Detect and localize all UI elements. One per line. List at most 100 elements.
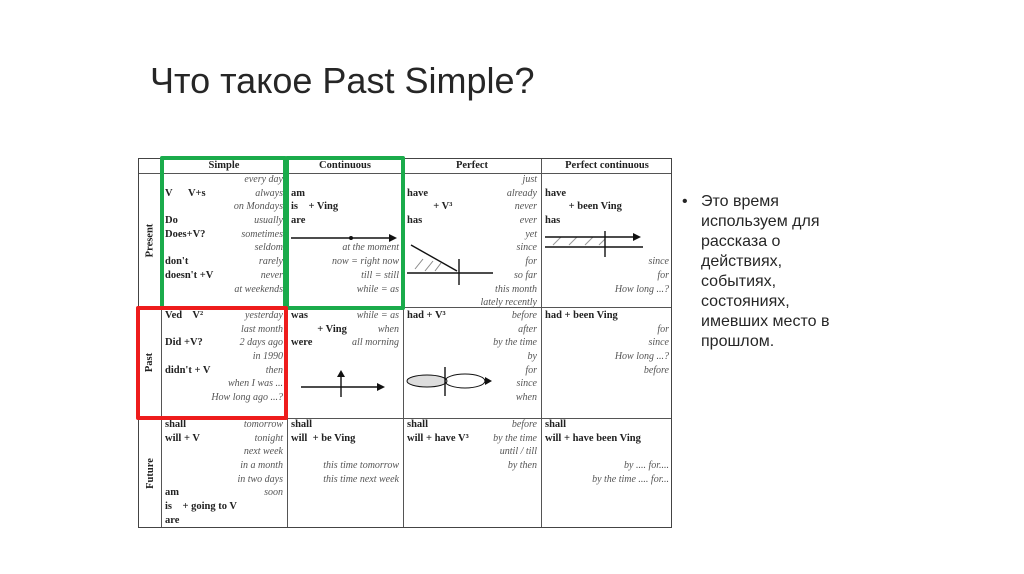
past-perfect-loops: [406, 367, 492, 396]
verb-form: has: [545, 215, 561, 227]
time-marker: before: [511, 310, 537, 321]
verb-form: shall: [407, 419, 429, 430]
time-marker: [592, 445, 669, 459]
verb-forms: have + V³ has: [407, 173, 452, 228]
verb-forms: had + been Ving: [545, 309, 618, 323]
bullet-line: событиях,: [701, 273, 777, 290]
verb-form: Ved V²: [165, 310, 204, 321]
time-marker: How long ...?: [614, 283, 669, 295]
time-marker: at the moment: [342, 242, 399, 254]
verb-form: shall: [165, 419, 187, 430]
bullet-line: рассказа о: [701, 233, 781, 250]
time-marker: every day: [244, 174, 283, 185]
verb-form: was: [291, 310, 308, 321]
verb-form: am: [291, 187, 305, 199]
time-marker: before: [511, 419, 537, 430]
verb-form: + Ving: [291, 323, 347, 335]
time-marker: usually: [254, 215, 283, 227]
verb-form: + been Ving: [545, 201, 622, 213]
time-marker: before: [643, 364, 669, 376]
verb-form: will + have V³: [407, 432, 469, 444]
verb-form: were: [291, 337, 313, 349]
bullet-line: действиях,: [701, 253, 783, 270]
time-marker: this time next week: [323, 473, 399, 485]
time-marker: lately recently: [480, 297, 537, 309]
time-marker: tonight: [254, 432, 283, 444]
time-marker: already: [506, 187, 537, 199]
slide-title: Что такое Past Simple?: [150, 60, 535, 101]
time-marker: [323, 432, 399, 446]
verb-form: will + V: [165, 432, 200, 444]
time-marker: while = as: [356, 283, 399, 295]
verb-form: am: [165, 487, 179, 499]
time-marker: rarely: [258, 256, 283, 268]
verb-form: will + have been Ving: [545, 432, 641, 444]
time-marker: in two days: [237, 473, 283, 485]
time-marker: last month: [241, 323, 283, 335]
verb-forms: was + Ving were: [291, 309, 347, 350]
verb-form: [165, 473, 237, 487]
verb-form: Do: [165, 215, 178, 227]
verb-form: is + going to V: [165, 501, 238, 513]
time-marker: by the time: [493, 432, 537, 444]
verb-form: [407, 173, 452, 187]
green-highlight-continuous: [285, 156, 405, 310]
verb-form: has: [407, 215, 423, 227]
past-continuous-timeline: [301, 370, 385, 397]
time-marker: tomorrow: [243, 419, 283, 430]
time-marker: this month: [495, 283, 537, 295]
header-perfect: Perfect: [455, 160, 489, 171]
time-marker: while = as: [356, 310, 399, 321]
present-perfect-timeline: [407, 244, 493, 285]
time-marker: [615, 187, 669, 201]
time-marker: for: [657, 269, 669, 281]
time-marker: in a month: [240, 460, 283, 472]
time-marker: by the time: [493, 337, 537, 349]
time-marker: [615, 200, 669, 214]
verb-form: didn't + V: [165, 364, 211, 376]
verb-form: doesn't +V: [165, 269, 214, 281]
verb-form: have: [407, 187, 428, 199]
time-marker: since: [516, 242, 537, 254]
time-marker: by the time .... for...: [592, 473, 669, 485]
verb-form: had + V³: [407, 310, 446, 321]
time-marker: since: [516, 378, 537, 390]
time-marker: so far: [513, 269, 537, 281]
time-marker: [592, 418, 669, 432]
time-marker: this time tomorrow: [323, 460, 399, 472]
time-marker: when: [515, 392, 537, 404]
time-marker: How long ago ...?: [211, 392, 283, 404]
time-marker: until / till: [499, 446, 537, 458]
time-marker: after: [518, 323, 537, 335]
time-marker: [615, 214, 669, 228]
time-marker: sometimes: [241, 228, 283, 240]
time-marker: by then: [507, 460, 537, 472]
verb-form: will + be Ving: [291, 432, 356, 444]
bullet-line: состояниях,: [701, 293, 790, 310]
verb-form: + V³: [407, 201, 453, 213]
verb-form: Did +V?: [165, 337, 203, 349]
time-marker: now = right now: [331, 256, 399, 268]
time-marker: for: [657, 323, 669, 335]
bullet-line: прошлом.: [701, 333, 775, 350]
time-marker: for: [525, 256, 537, 268]
time-marker: seldom: [254, 242, 283, 254]
time-marker: till = still: [361, 269, 399, 281]
time-marker: [323, 418, 399, 432]
verb-form: are: [291, 215, 306, 227]
time-marker: by: [527, 351, 537, 363]
